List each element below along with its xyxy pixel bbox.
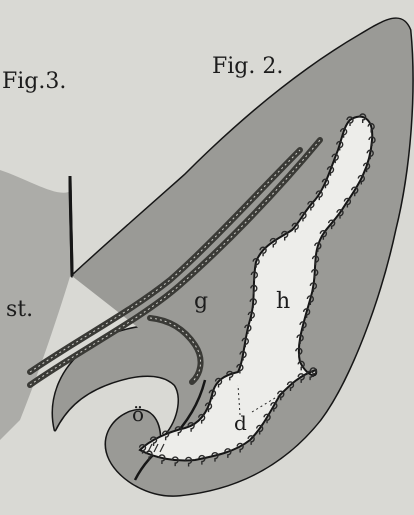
fig3-label: Fig.3. [2, 69, 66, 94]
label-g: g [194, 289, 208, 314]
fig2-label: Fig. 2. [212, 54, 283, 79]
label-o: ö [132, 402, 144, 426]
label-h: h [276, 289, 290, 314]
label-d: d [234, 411, 247, 435]
label-st: st. [6, 297, 33, 322]
